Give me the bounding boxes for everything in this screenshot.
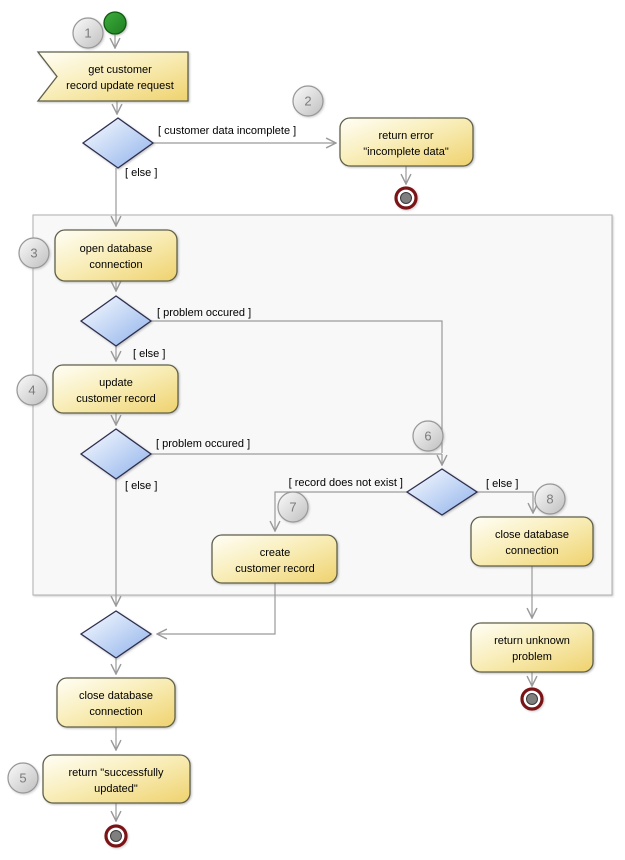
action-update-record [52,364,179,414]
step-badge-6-number: 6 [424,429,431,444]
return-unknown-label: problem [512,651,552,663]
step-badge-8-number: 8 [546,492,553,507]
create-record-label: customer record [235,563,314,575]
action-return-success [42,754,191,804]
edge-label-else-after-open: [ else ] [133,348,165,360]
final-node-unknown [520,687,544,711]
connector-create-to-merge [157,583,276,634]
action-open-database [54,229,178,282]
step-badge-4: 4 [16,374,48,406]
step-badge-6: 6 [412,420,444,452]
step-badge-5: 5 [7,762,39,794]
merge-node [79,610,153,659]
start-node [103,11,127,35]
receive-request-label: record update request [66,80,174,92]
edge-label-problem-occured-open: [ problem occured ] [157,307,251,319]
return-success-label: return "successfully [69,767,164,779]
connector-open-problem-branch [151,320,443,453]
close-database-inner-label: close database [495,529,569,541]
edge-label-else-after-update: [ else ] [125,480,157,492]
edge-label-problem-occured-update: [ problem occured ] [156,438,250,450]
receive-request-shape [36,51,189,102]
step-badge-5-number: 5 [19,771,26,786]
return-error-label: "incomplete data" [363,146,449,158]
edge-label-else-record-exists: [ else ] [486,478,518,490]
open-database-label: connection [89,259,142,271]
step-badge-7-number: 7 [289,500,296,515]
close-database-outer-label: close database [79,690,153,702]
step-badge-3: 3 [18,237,50,269]
return-unknown-label: return unknown [494,635,570,647]
step-badge-1: 1 [72,17,104,49]
step-badge-7: 7 [277,491,309,523]
receive-request-label: get customer [88,64,152,76]
decision-update-problem [79,428,153,480]
step-badge-4-number: 4 [28,383,35,398]
decision-input-check [81,117,155,169]
action-return-unknown [470,622,594,673]
return-error-label: return error [378,130,433,142]
decision-open-problem [79,295,153,347]
final-node-success [104,824,128,848]
decision-record-exists [405,468,479,516]
open-database-label: open database [80,243,153,255]
step-badge-1-number: 1 [84,26,91,41]
close-database-inner-label: connection [505,545,558,557]
connector-else-to-close-database-inner [477,491,533,513]
action-close-database-outer [56,677,176,728]
step-badge-2: 2 [292,85,324,117]
step-badge-8: 8 [534,483,566,515]
final-node-error [394,186,418,210]
create-record-label: create [260,547,291,559]
action-create-record [211,534,338,584]
connector-not-exist-to-create [275,491,407,531]
action-close-database-inner [470,516,594,567]
return-success-label: updated" [94,783,138,795]
edge-label-record-does-not-exist: [ record does not exist ] [289,477,403,489]
action-return-error [339,117,474,167]
connectors [115,35,533,821]
step-badge-2-number: 2 [304,94,311,109]
edge-label-customer-data-incomplete: [ customer data incomplete ] [158,125,296,137]
update-record-label: update [99,377,133,389]
edge-label-else-input-check: [ else ] [125,167,157,179]
update-record-label: customer record [76,393,155,405]
step-badge-3-number: 3 [30,246,37,261]
close-database-outer-label: connection [89,706,142,718]
